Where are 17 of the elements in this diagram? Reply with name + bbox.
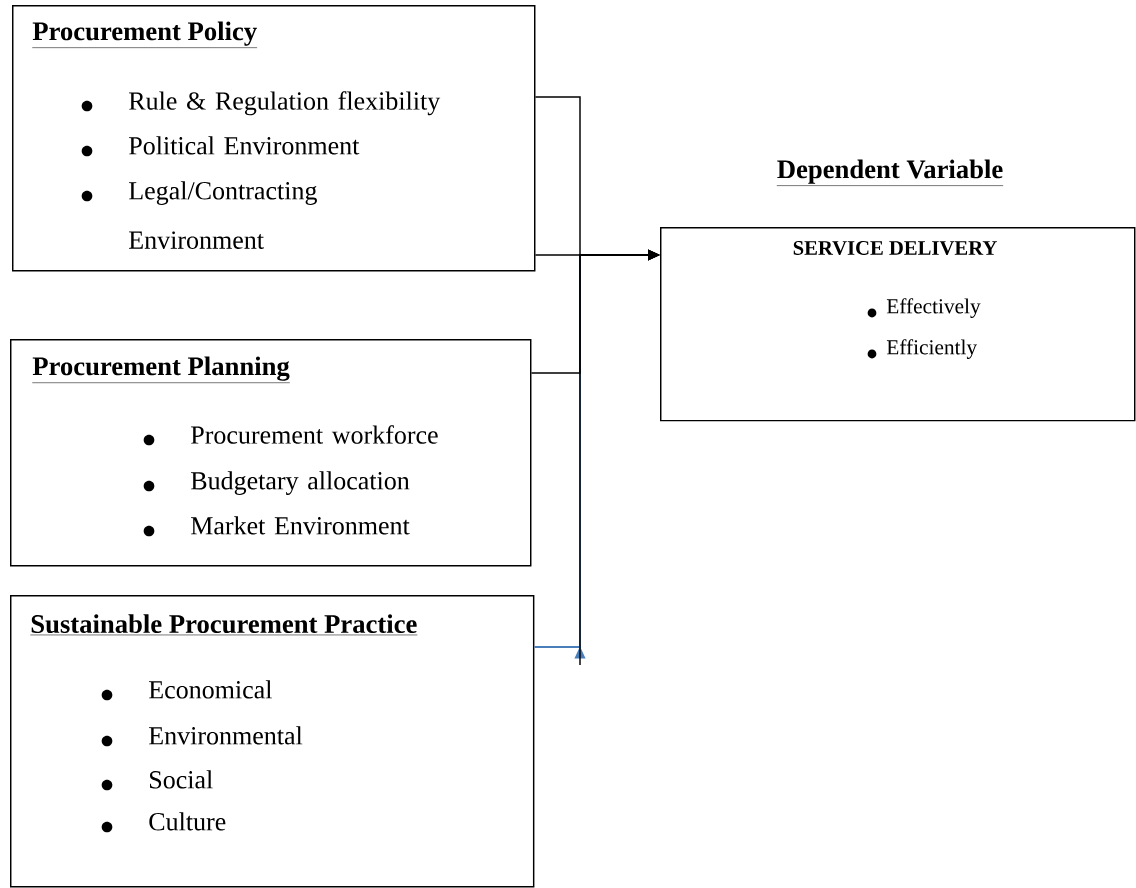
bullet-item: Environmental <box>101 726 303 747</box>
bullet-item: Procurement workforce <box>143 425 438 446</box>
bullet-item: Economical <box>101 680 272 701</box>
bullet-item: Culture <box>101 812 226 833</box>
box-title: SERVICE DELIVERY <box>793 241 997 255</box>
box-heading: Procurement Policy <box>32 21 258 48</box>
box-heading: Dependent Variable <box>776 159 1004 186</box>
bullet-item: Social <box>101 770 213 791</box>
bullet-item: Efficiently <box>867 339 978 359</box>
box-heading: Sustainable Procurement Practice <box>30 614 418 636</box>
bullet-item: Budgetary allocation <box>143 471 410 495</box>
bullet-item: Rule & Regulation flexibility <box>81 91 441 116</box>
bullet-item: Legal/Contracting Environment <box>81 181 317 249</box>
bullet-item: Effectively <box>867 298 981 318</box>
bullet-item: Market Environment <box>143 516 410 537</box>
bullet-item: Political Environment <box>81 136 360 157</box>
box-heading: Procurement Planning <box>32 356 291 383</box>
